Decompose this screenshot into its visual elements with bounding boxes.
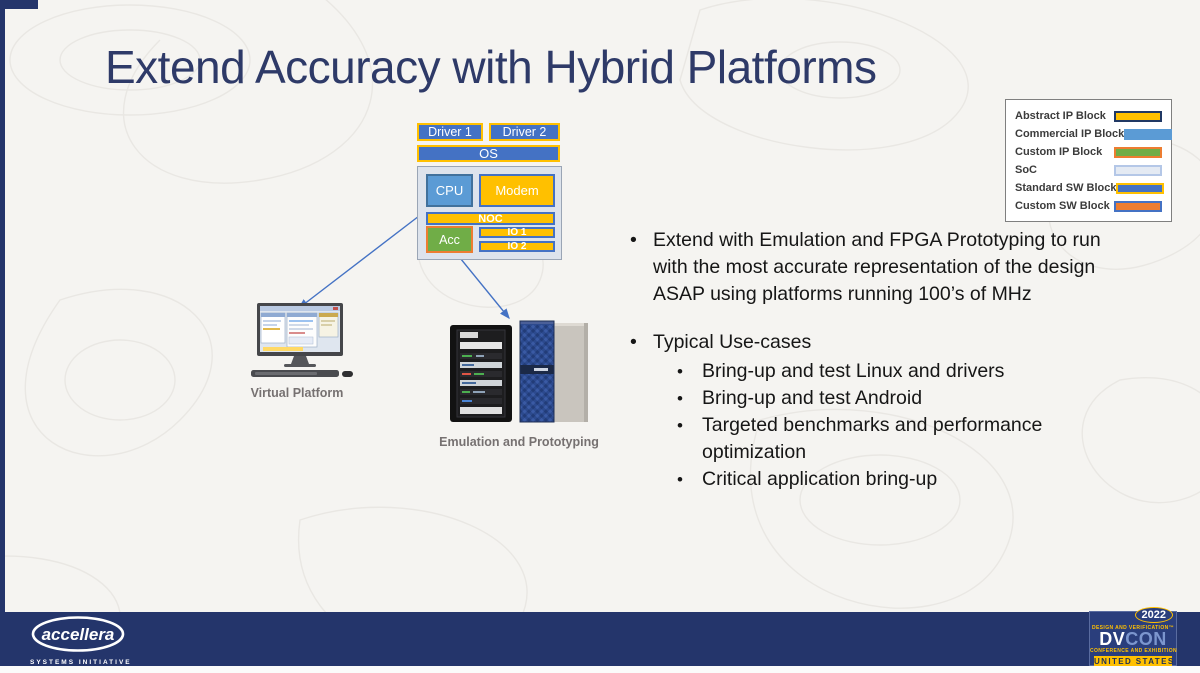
block-modem: Modem [479,174,555,207]
dvcon-country-banner: UNITED STATES [1094,656,1175,667]
dvcon-con: CON [1125,629,1167,649]
dvcon-year-badge: 2022 [1134,607,1173,623]
emulation-figure: Emulation and Prototyping [438,316,600,449]
virtual-platform-caption: Virtual Platform [250,386,344,400]
arrow-to-virtual-platform [297,215,420,309]
soc-panel: CPU Modem NOC Acc IO 1 IO 2 [417,166,562,260]
legend-label: Commercial IP Block [1015,128,1125,140]
sub-bullet: Targeted benchmarks and performance opti… [675,412,1107,466]
legend-swatch-commercial-ip [1124,128,1173,140]
legend-label: Custom SW Block [1015,200,1110,212]
legend-row: Custom SW Block [1015,197,1162,215]
bullet-typical-use-cases: Typical Use-cases [628,329,1136,356]
legend: Abstract IP Block Commercial IP Block Cu… [1005,99,1173,222]
dvcon-wordmark: DVCON [1090,629,1176,649]
block-driver1: Driver 1 [417,123,483,141]
sub-bullet: Bring-up and test Android [675,385,1107,412]
legend-swatch-custom-ip [1114,146,1162,158]
dvcon-design-verification-label: DESIGN AND VERIFICATION™ [1091,625,1175,631]
block-cpu: CPU [426,174,473,207]
legend-label: Custom IP Block [1015,146,1103,158]
legend-row: Custom IP Block [1015,143,1162,161]
block-os: OS [417,145,560,162]
legend-row: Abstract IP Block [1015,107,1162,125]
legend-row: SoC [1015,161,1162,179]
dvcon-conference-label: CONFERENCE AND EXHIBITION [1090,648,1178,654]
left-edge-accent-strip [0,0,5,666]
dvcon-dv: DV [1099,629,1126,649]
arrow-to-emulation [455,252,510,320]
bullet-extend: Extend with Emulation and FPGA Prototypi… [628,227,1136,308]
page-title: Extend Accuracy with Hybrid Platforms [105,41,877,93]
legend-row: Commercial IP Block [1015,125,1173,143]
emulation-caption: Emulation and Prototyping [439,435,599,449]
block-acc: Acc [426,226,473,253]
legend-swatch-soc [1114,164,1162,176]
sub-bullet: Bring-up and test Linux and drivers [675,358,1107,385]
virtual-platform-image [251,303,353,377]
block-driver2: Driver 2 [489,123,560,141]
sub-bullet: Critical application bring-up [675,466,1107,493]
footer-bar: accellera SYSTEMS INITIATIVE 2022 DESIGN… [0,607,1200,667]
emulation-rack-image [450,320,588,423]
block-io1: IO 1 [479,227,555,238]
accellera-tagline: SYSTEMS INITIATIVE [30,659,132,666]
accellera-logo: accellera SYSTEMS INITIATIVE [30,616,132,666]
accellera-wordmark: accellera [42,625,115,644]
legend-swatch-custom-sw [1114,200,1162,212]
virtual-platform-figure: Virtual Platform [238,303,356,400]
legend-swatch-abstract-ip [1114,110,1162,122]
block-io2: IO 2 [479,241,555,252]
top-left-accent-bar [0,0,38,9]
bottom-edge-strip [0,666,1200,673]
dvcon-logo: 2022 DESIGN AND VERIFICATION™ DVCON CONF… [1089,607,1178,667]
legend-row: Standard SW Block [1015,179,1165,197]
legend-label: Abstract IP Block [1015,110,1106,122]
accellera-oval-icon: accellera [31,616,125,652]
legend-label: SoC [1015,164,1037,176]
block-noc: NOC [426,212,555,225]
bullet-list: Extend with Emulation and FPGA Prototypi… [628,227,1136,493]
legend-label: Standard SW Block [1015,182,1117,194]
legend-swatch-standard-sw [1116,182,1165,194]
sub-bullet-list: Bring-up and test Linux and drivers Brin… [675,358,1136,493]
